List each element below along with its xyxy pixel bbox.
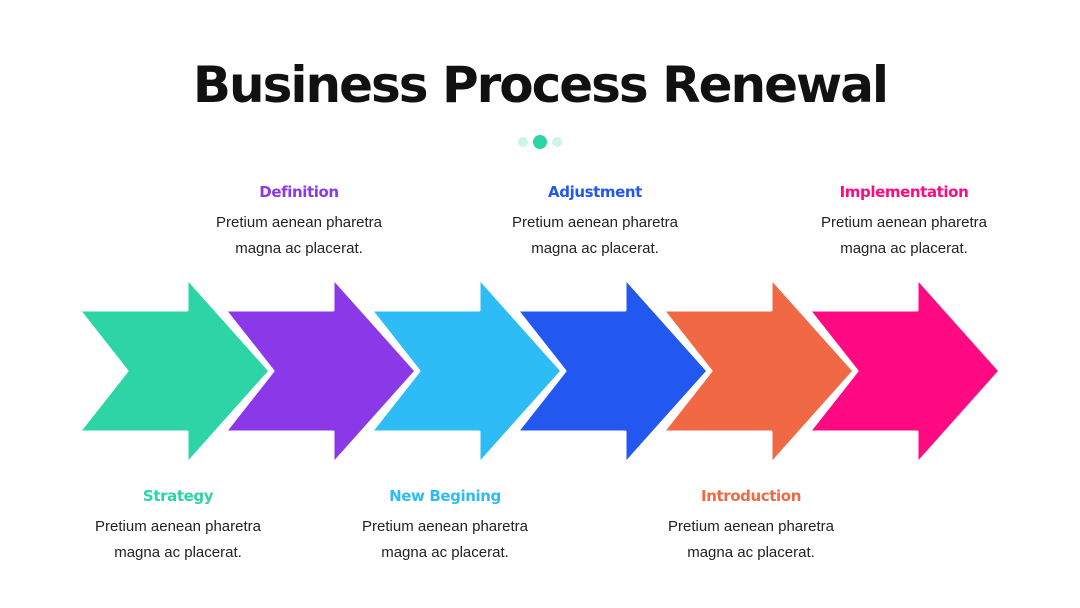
arrow-strategy xyxy=(77,276,272,466)
pager-dot-1 xyxy=(518,137,528,147)
arrow-new-begining xyxy=(369,276,564,466)
step-title-definition: Definition xyxy=(259,183,339,201)
step-desc-strategy: Pretium aenean pharetra magna ac placera… xyxy=(95,518,261,561)
step-definition: Definition Pretium aenean pharetra magna… xyxy=(179,182,419,262)
step-title-adjustment: Adjustment xyxy=(548,183,642,201)
pager-dots xyxy=(512,134,572,150)
step-desc-new-begining: Pretium aenean pharetra magna ac placera… xyxy=(362,518,528,561)
step-implementation: Implementation Pretium aenean pharetra m… xyxy=(784,182,1024,262)
arrow-definition xyxy=(223,276,418,466)
arrow-adjustment xyxy=(515,276,710,466)
step-desc-introduction: Pretium aenean pharetra magna ac placera… xyxy=(668,518,834,561)
slide-title: Business Process Renewal xyxy=(192,56,889,114)
step-title-strategy: Strategy xyxy=(142,487,214,505)
step-title-new-begining: New Begining xyxy=(389,487,501,505)
arrow-introduction xyxy=(661,276,856,466)
step-desc-definition: Pretium aenean pharetra magna ac placera… xyxy=(216,214,382,257)
step-adjustment: Adjustment Pretium aenean pharetra magna… xyxy=(475,182,715,262)
arrow-implementation xyxy=(807,276,1002,466)
step-title-implementation: Implementation xyxy=(839,183,969,201)
step-desc-adjustment: Pretium aenean pharetra magna ac placera… xyxy=(512,214,678,257)
step-desc-implementation: Pretium aenean pharetra magna ac placera… xyxy=(821,214,987,257)
step-new-begining: New Begining Pretium aenean pharetra mag… xyxy=(325,486,565,566)
pager-dot-2 xyxy=(533,135,547,149)
step-title-introduction: Introduction xyxy=(701,487,801,505)
pager-dot-3 xyxy=(552,137,562,147)
step-introduction: Introduction Pretium aenean pharetra mag… xyxy=(631,486,871,566)
step-strategy: Strategy Pretium aenean pharetra magna a… xyxy=(58,486,298,566)
